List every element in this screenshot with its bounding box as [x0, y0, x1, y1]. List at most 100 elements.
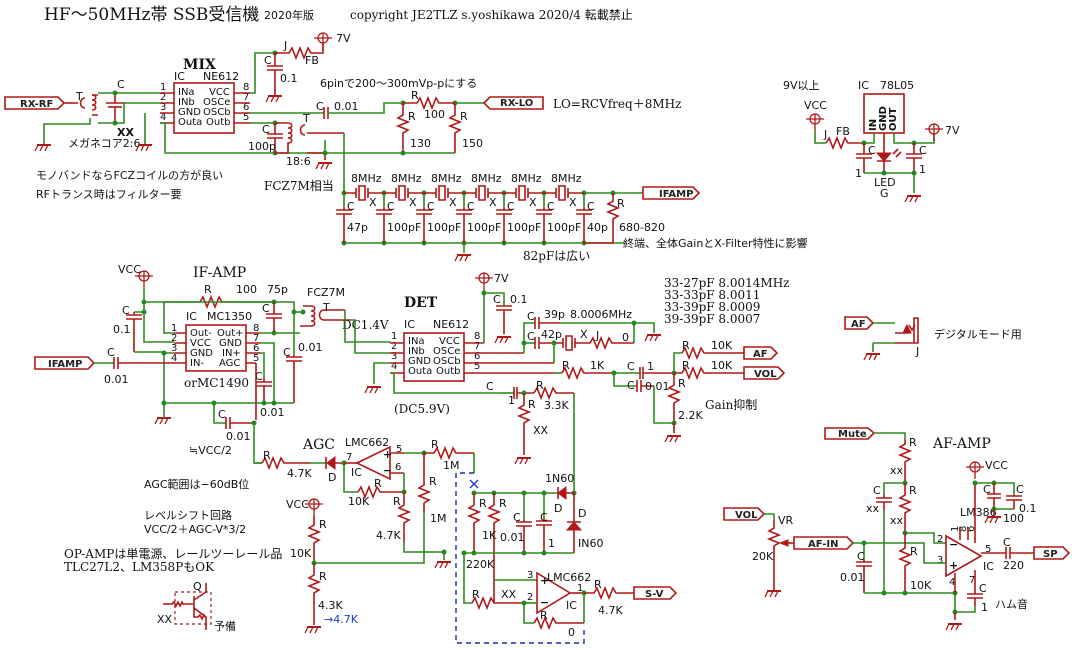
det-freq: 8.0006MHz	[570, 308, 632, 321]
afamp-c1-value: 100	[1003, 512, 1024, 525]
det-pin-num: 2	[391, 341, 397, 352]
mute-port[interactable]	[824, 427, 876, 440]
crystal-freq: 8MHz	[391, 172, 422, 185]
agc-r1m2-value: 1M	[430, 512, 447, 525]
crystal-freq: 8MHz	[551, 172, 582, 185]
agc-r220-value: 220K	[466, 558, 495, 571]
input-transformer	[79, 94, 97, 111]
s-v-port[interactable]	[633, 586, 678, 600]
ifamp-pin-num: 7	[253, 333, 259, 344]
filter-cap-value: 100pF	[467, 221, 501, 234]
mix-pin-osce: OSCe	[203, 97, 230, 108]
rx-lo-port[interactable]	[482, 96, 544, 110]
ifamp-in-port[interactable]	[34, 356, 96, 370]
afamp-rm-value: xx	[890, 464, 904, 477]
afamp-vol-port[interactable]	[723, 507, 766, 521]
crystal-label: X	[409, 196, 417, 209]
afamp-c2-label: C	[1016, 483, 1024, 496]
reg-vcc-label: VCC	[804, 99, 827, 112]
afamp-cin-label: C	[857, 550, 865, 563]
ifamp-title: IF-AMP	[193, 265, 246, 281]
filter-cap-value: 100pF	[547, 221, 581, 234]
det-ic-label: IC	[404, 318, 415, 331]
ifamp-pin-num: 6	[253, 343, 259, 354]
det-7v-label: 7V	[494, 272, 509, 285]
crystal-icon	[464, 185, 504, 201]
shift-rtop-label: R	[319, 518, 327, 531]
agc-d1-d: D	[554, 502, 562, 515]
det-pin-num: 3	[391, 351, 397, 362]
reg-ic-label: IC	[858, 79, 869, 92]
det-rvol-label: R	[682, 359, 690, 372]
agc-rout-label: R	[594, 578, 602, 591]
af-port[interactable]	[743, 346, 779, 360]
afamp-pin: 6	[966, 526, 977, 532]
bfo-table-row: 33-39pF 8.0009	[664, 300, 760, 314]
afamp-c7-value: 1	[981, 601, 988, 614]
mix-pin-num: 8	[243, 82, 249, 93]
ifamp-cbp-label: C	[283, 346, 291, 359]
ferrite-bead	[275, 43, 324, 61]
shift-rtop-value: 10K	[290, 547, 312, 560]
reg-c2-label: C	[919, 144, 927, 157]
filter-cap	[576, 207, 592, 243]
afamp-ic-label: LM386	[960, 506, 997, 519]
led-color: G	[880, 187, 889, 200]
ifamp-vcc-label: VCC	[118, 263, 141, 276]
ifamp-pin: GND	[190, 348, 213, 359]
agc-r1k-label: R	[499, 497, 507, 510]
reg-fb-label: FB	[836, 125, 850, 138]
c-in-label: C	[117, 78, 125, 91]
ifamp-cagc-value: 0.01	[226, 430, 251, 443]
afamp-pin: 2	[937, 534, 943, 545]
agc-r1m-value: 1M	[443, 459, 460, 472]
agc-pin: 6	[395, 462, 401, 473]
core-note: メガネコア2:6	[68, 137, 140, 150]
rx-rf-port[interactable]	[4, 96, 66, 110]
af-in-port[interactable]	[793, 536, 855, 550]
ifamp-cin-label: C	[107, 346, 115, 359]
shift-rbot-label: R	[319, 570, 327, 583]
agc-opamp-1	[355, 445, 391, 481]
det-cf-label: C	[627, 379, 635, 392]
ifamp-cvcc-value: 0.1	[113, 323, 131, 336]
agc-r220-label: R	[479, 497, 487, 510]
reg-c1-label: C	[868, 144, 876, 157]
c-out-label: C	[262, 123, 270, 136]
ifamp-out-port[interactable]	[642, 186, 701, 200]
det-pin: OSCb	[433, 356, 461, 367]
jack-af-port[interactable]	[844, 316, 875, 330]
agc-cb-value: 1	[548, 537, 555, 550]
det-pin: INa	[408, 336, 425, 347]
afamp-pin: 3	[937, 555, 943, 566]
crystal-icon	[384, 185, 424, 201]
filter-note-wide: 82pFは広い	[523, 249, 590, 263]
filter-cap	[416, 207, 432, 243]
det-pin: Outb	[436, 366, 460, 377]
filter-cap	[456, 207, 472, 243]
reg-pin-out: OUT	[888, 107, 899, 131]
ifamp-pin: IN+	[222, 348, 241, 359]
agc-rg-label: R	[393, 495, 401, 508]
mix-pin-outa: Outa	[178, 117, 202, 128]
ifamp-dc-note: DC1.4V	[342, 318, 389, 332]
crystal-freq: 8MHz	[511, 172, 542, 185]
agc-r0-value: 0	[568, 626, 575, 639]
filter-cap-label: C	[347, 200, 355, 213]
vol-port[interactable]	[743, 366, 786, 380]
afamp-rin-label: R	[910, 545, 918, 558]
page-title: HF〜50MHz帯 SSB受信機	[44, 5, 259, 25]
vr-wiper-icon[interactable]	[778, 539, 789, 547]
mix-note-2: RFトランス時はフィルター要	[36, 188, 182, 201]
det-pin-num: 1	[391, 331, 397, 342]
r-lo-value: 100	[424, 108, 445, 121]
sp-port[interactable]	[1033, 546, 1071, 560]
det-raf-label: R	[682, 339, 690, 352]
mix-pin-num: 1	[160, 82, 166, 93]
det-pin: INb	[408, 346, 425, 357]
jack-j-label: J	[915, 345, 919, 358]
det-raf-value: 10K	[711, 339, 733, 352]
agc-shift-note: レベルシフト回路	[144, 509, 232, 522]
spare-transistor: Q XX 予備	[157, 580, 236, 633]
shift-rbot-note: →4.7K	[324, 613, 359, 626]
